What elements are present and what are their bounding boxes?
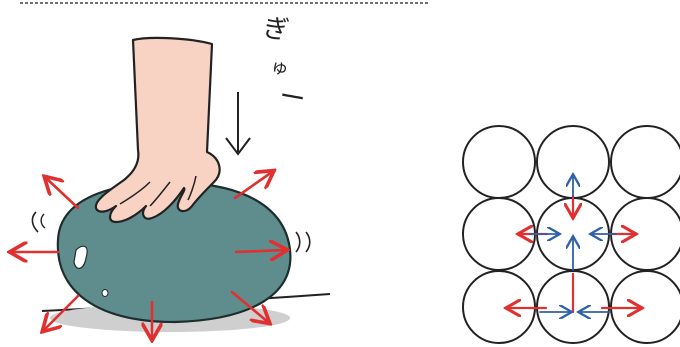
press-down-arrowhead (225, 137, 251, 156)
force-arrow-upper-left (46, 178, 80, 210)
dough-highlight (73, 245, 88, 269)
motion-mark-left (31, 211, 39, 233)
finger-line (149, 181, 171, 207)
thumb-line (187, 175, 197, 201)
svg-text:ゅ: ゅ (269, 56, 290, 79)
hand-arm (94, 36, 221, 224)
motion-mark-right (295, 231, 301, 253)
finger-line-2 (119, 181, 151, 205)
svg-text:ぎ: ぎ (261, 13, 291, 46)
force-arrow-right (234, 250, 285, 252)
dough-highlight-small (101, 289, 109, 297)
reaction-arrows (529, 176, 617, 312)
sound-effect-text: ぎ ゅ ー (261, 13, 308, 115)
outward-force-arrows (12, 172, 285, 338)
circle-r1c1 (462, 125, 536, 199)
svg-text:ー: ー (277, 81, 308, 115)
force-arrow-upper-right (233, 172, 272, 200)
circle-grid (462, 125, 680, 344)
force-arrow-lower-right (230, 290, 268, 322)
circle-r1c3 (610, 125, 680, 199)
force-arrow-lower-left (44, 294, 80, 330)
motion-mark-left-2 (40, 213, 46, 229)
motion-mark-right-2 (305, 231, 311, 253)
circle-grid-diagram (462, 125, 680, 344)
dough-squeeze-illustration: ぎ ゅ ー (12, 13, 331, 338)
